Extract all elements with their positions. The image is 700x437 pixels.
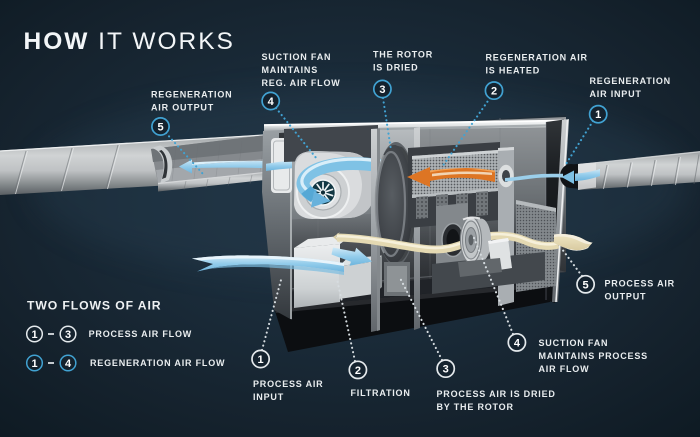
svg-text:PROCESS AIR IS DRIED: PROCESS AIR IS DRIED [437, 389, 556, 399]
svg-text:3: 3 [443, 364, 449, 376]
svg-text:BY THE ROTOR: BY THE ROTOR [437, 402, 514, 412]
svg-text:AIR OUTPUT: AIR OUTPUT [151, 102, 214, 112]
svg-text:THE ROTOR: THE ROTOR [373, 50, 433, 60]
svg-text:AIR FLOW: AIR FLOW [539, 364, 590, 374]
svg-text:OUTPUT: OUTPUT [605, 292, 647, 302]
svg-text:REG. AIR FLOW: REG. AIR FLOW [262, 78, 341, 88]
svg-text:1: 1 [595, 109, 601, 121]
svg-text:PROCESS AIR FLOW: PROCESS AIR FLOW [89, 329, 192, 339]
svg-text:REGENERATION: REGENERATION [151, 89, 232, 99]
svg-text:IS DRIED: IS DRIED [373, 63, 418, 73]
svg-text:2: 2 [491, 86, 497, 98]
svg-text:REGENERATION AIR: REGENERATION AIR [486, 52, 588, 62]
svg-text:4: 4 [268, 96, 275, 108]
svg-text:5: 5 [157, 122, 163, 134]
svg-text:AIR INPUT: AIR INPUT [590, 89, 642, 99]
svg-text:FILTRATION: FILTRATION [351, 388, 411, 398]
svg-text:TWO FLOWS OF AIR: TWO FLOWS OF AIR [27, 299, 161, 313]
svg-text:MAINTAINS PROCESS: MAINTAINS PROCESS [539, 351, 648, 361]
svg-text:1: 1 [31, 358, 37, 370]
svg-text:1: 1 [258, 354, 264, 366]
svg-text:IS HEATED: IS HEATED [486, 65, 541, 75]
svg-text:3: 3 [379, 84, 385, 96]
svg-text:REGENERATION AIR FLOW: REGENERATION AIR FLOW [90, 358, 225, 368]
svg-text:1: 1 [31, 329, 37, 341]
svg-text:3: 3 [65, 329, 71, 341]
svg-text:PROCESS AIR: PROCESS AIR [253, 379, 323, 389]
svg-text:SUCTION FAN: SUCTION FAN [539, 338, 609, 348]
svg-text:PROCESS AIR: PROCESS AIR [605, 279, 675, 289]
svg-text:4: 4 [65, 358, 72, 370]
svg-text:HOW IT WORKS: HOW IT WORKS [24, 28, 235, 55]
svg-text:INPUT: INPUT [253, 392, 284, 402]
svg-text:2: 2 [355, 365, 361, 377]
svg-text:MAINTAINS: MAINTAINS [262, 65, 319, 75]
svg-text:5: 5 [583, 279, 589, 291]
svg-text:REGENERATION: REGENERATION [590, 76, 671, 86]
svg-text:4: 4 [514, 337, 521, 349]
svg-text:SUCTION FAN: SUCTION FAN [262, 52, 332, 62]
